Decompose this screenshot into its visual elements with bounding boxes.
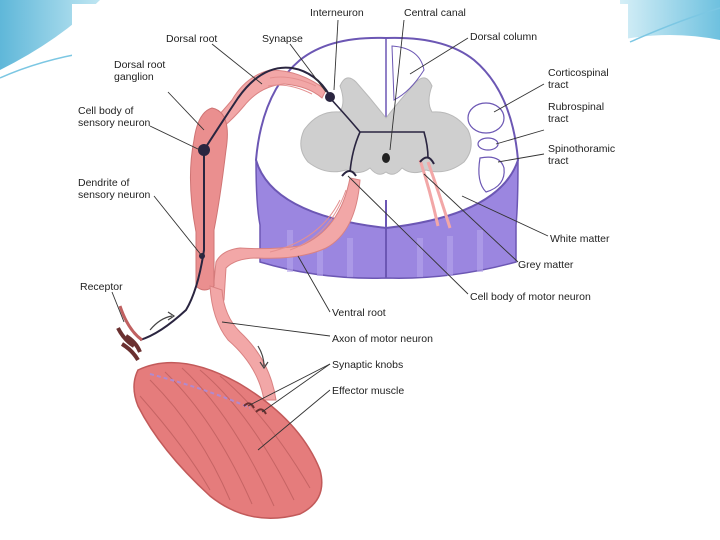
synaptic-knob-marks xyxy=(243,402,267,415)
leader-synaptic-knobs-2 xyxy=(261,363,331,413)
label-grey-matter: Grey matter xyxy=(518,259,574,271)
leader-dorsal-root xyxy=(211,43,263,85)
receptor xyxy=(116,305,143,362)
motor-cell-body-left xyxy=(341,170,357,177)
label-ventral-root: Ventral root xyxy=(332,307,386,319)
label-drg-1: Dorsal root xyxy=(114,59,165,71)
label-corticospinal-2: tract xyxy=(548,79,569,91)
leader-synapse xyxy=(289,43,327,93)
label-axon-motor: Axon of motor neuron xyxy=(332,333,433,345)
corticospinal-tract-area xyxy=(467,102,505,134)
sensory-cell-body xyxy=(198,144,210,156)
leader-grey-matter xyxy=(423,173,519,263)
muscle-nerve-branch xyxy=(149,373,251,409)
label-effector-muscle: Effector muscle xyxy=(332,385,404,397)
motor-cell-body-right xyxy=(419,156,435,165)
label-dorsal-column: Dorsal column xyxy=(470,31,537,43)
label-drg-2: ganglion xyxy=(114,71,154,83)
leader-synaptic-knobs-1 xyxy=(247,363,331,407)
impulse-arrow-head xyxy=(167,311,176,321)
rubrospinal-tract-area xyxy=(477,137,499,151)
slide-corner-right xyxy=(620,0,720,40)
muscle-body xyxy=(133,361,323,520)
spinothoramic-tract-area xyxy=(478,156,505,193)
leader-ventral-root xyxy=(297,255,331,313)
leader-axon-motor xyxy=(221,321,331,337)
label-cell-body-motor: Cell body of motor neuron xyxy=(470,291,591,303)
leader-interneuron xyxy=(333,19,339,91)
leader-central-canal xyxy=(389,19,405,151)
label-dendrite-2: sensory neuron xyxy=(78,189,151,201)
motor-arrow xyxy=(257,345,265,367)
central-canal xyxy=(382,153,390,163)
grey-matter-shape xyxy=(300,77,472,175)
label-cell-body-sensory-2: sensory neuron xyxy=(78,117,151,129)
dorsal-root-fibers xyxy=(267,76,317,95)
leader-dendrite xyxy=(153,195,203,257)
receptor-ends xyxy=(116,327,142,362)
leader-lines xyxy=(111,19,549,451)
leader-receptor xyxy=(111,291,125,323)
label-cell-body-sensory-1: Cell body of xyxy=(78,105,134,117)
dorsal-column-outline xyxy=(391,45,425,101)
slide-swoosh-right xyxy=(629,7,720,43)
label-spinothoramic-2: tract xyxy=(548,155,569,167)
contralateral-fibers xyxy=(418,159,452,229)
synapse-node xyxy=(325,92,335,102)
leader-cell-body-sensory xyxy=(149,125,201,151)
interneuron-branch xyxy=(349,131,361,173)
leader-spinothoramic xyxy=(497,153,545,163)
motor-arrow-head xyxy=(259,361,269,370)
label-receptor: Receptor xyxy=(80,281,123,293)
label-rubrospinal-1: Rubrospinal xyxy=(548,101,604,113)
label-rubrospinal-2: tract xyxy=(548,113,569,125)
leader-corticospinal xyxy=(493,83,545,113)
leader-cell-body-motor xyxy=(347,175,469,295)
labels: Interneuron Central canal Dorsal root Sy… xyxy=(78,7,615,397)
label-synapse: Synapse xyxy=(262,33,303,45)
spinal-nerve-trunk xyxy=(209,285,277,401)
label-synaptic-knobs: Synaptic knobs xyxy=(332,359,403,371)
impulse-arrow xyxy=(149,315,173,331)
leader-white-matter xyxy=(461,195,549,237)
muscle-striations xyxy=(139,367,311,507)
leader-drg xyxy=(167,91,205,131)
label-white-matter: White matter xyxy=(550,233,610,245)
label-central-canal: Central canal xyxy=(404,7,466,19)
label-corticospinal-1: Corticospinal xyxy=(548,67,609,79)
label-interneuron: Interneuron xyxy=(310,7,364,19)
label-dendrite-1: Dendrite of xyxy=(78,177,129,189)
label-dorsal-root: Dorsal root xyxy=(166,33,217,45)
receptor-fiber xyxy=(118,305,143,342)
leader-rubrospinal xyxy=(495,129,545,145)
leader-effector xyxy=(257,389,331,451)
leader-dorsal-column xyxy=(409,37,469,75)
effector-muscle xyxy=(133,311,323,520)
ventral-root-fibers xyxy=(269,189,347,253)
label-spinothoramic-1: Spinothoramic xyxy=(548,143,615,155)
